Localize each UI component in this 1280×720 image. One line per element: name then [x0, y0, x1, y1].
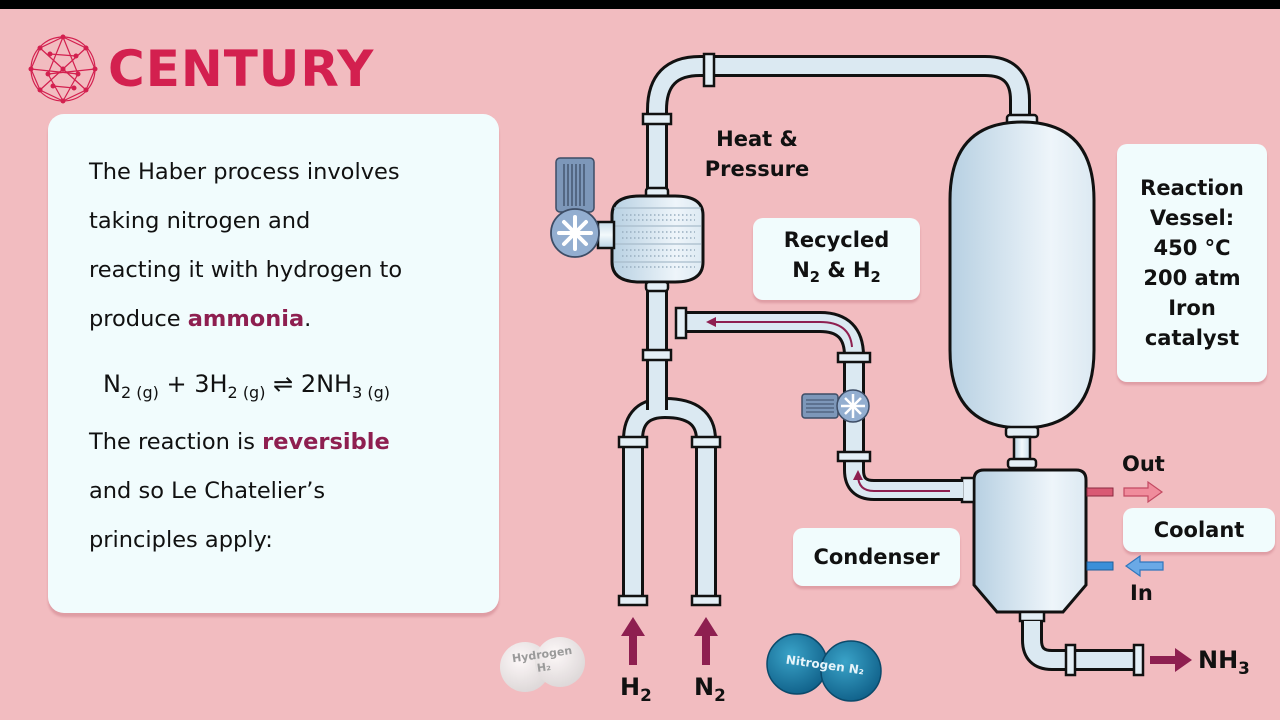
recycle-pump-icon [801, 389, 870, 423]
reaction-vessel-line-5: Iron [1168, 296, 1216, 320]
coolant-out-label: Out [1122, 452, 1165, 476]
n2-input-sub: 2 [714, 684, 726, 705]
h2-input-text: H [620, 673, 641, 701]
h2-input-arrow-icon [621, 617, 645, 665]
explanation-line-1: The Haber process involves [89, 159, 400, 185]
brand-name: CENTURY [108, 40, 375, 98]
heat-pressure-line-2: Pressure [704, 157, 810, 181]
coolant-in-label: In [1130, 581, 1153, 605]
eq-nitrogen-sub: 2 (g) [120, 383, 159, 402]
reaction-vessel-line-1: Reaction [1140, 176, 1244, 200]
recycled-line-1: Recycled [783, 227, 890, 252]
recycled-n-sub: 2 [809, 269, 821, 287]
hydrogen-molecule-icon [500, 637, 585, 692]
condenser-unit [960, 468, 1088, 623]
reaction-vessel-temperature: 450 °C [1153, 236, 1231, 260]
chemical-equation: N2 (g) + 3H2 (g) ⇌ 2NH3 (g) [103, 370, 390, 402]
h2-input-sub: 2 [640, 684, 652, 705]
keyword-reversible: reversible [262, 429, 390, 455]
reaction-vessel-line-6: catalyst [1144, 326, 1240, 350]
reaction-vessel [948, 113, 1096, 470]
explanation-line-5-prefix: The reaction is [89, 429, 263, 455]
heat-pressure-line-1: Heat & [716, 127, 798, 151]
eq-nitrogen: N [103, 370, 121, 398]
explanation-line-6: and so Le Chatelier’s [89, 478, 326, 504]
eq-ammonia: 2NH [300, 370, 353, 398]
ammonia-outlet-pipe [1021, 621, 1192, 677]
coolant-in-arrow-icon [1124, 554, 1164, 578]
coolant-label: Coolant [1123, 508, 1275, 552]
keyword-ammonia: ammonia [187, 306, 305, 332]
coolant-out-arrow-icon [1123, 480, 1164, 504]
explanation-line-3: reacting it with hydrogen to [89, 257, 403, 283]
inlet-pipes [617, 290, 722, 665]
eq-hydrogen-sub: 2 (g) [227, 383, 266, 402]
condenser-label: Condenser [793, 528, 960, 586]
brand-logo: CENTURY [28, 34, 374, 104]
n2-input-text: N [694, 673, 715, 701]
explanation-line-4: produce ammonia. [89, 295, 311, 344]
n2-input-arrow-icon [694, 617, 718, 665]
reaction-vessel-label: Reaction Vessel: 450 °C 200 atm Iron cat… [1117, 144, 1267, 382]
n2-input-label: N2 [694, 672, 726, 710]
recycled-h: & H [820, 257, 871, 282]
explanation-line-4-suffix: . [304, 306, 312, 332]
nitrogen-molecule-icon [766, 633, 882, 702]
recycled-label: Recycled N2 & H2 [753, 218, 920, 300]
explanation-line-7: principles apply: [89, 527, 273, 553]
coolant-in-pipe [1086, 554, 1164, 578]
heat-pressure-label: Heat & Pressure [698, 124, 816, 184]
top-bar [0, 0, 1280, 9]
h2-input-label: H2 [620, 672, 652, 710]
explanation-line-5: The reaction is reversible [89, 418, 390, 467]
eq-ammonia-sub: 3 (g) [352, 383, 391, 402]
explanation-line-2: taking nitrogen and [89, 208, 311, 234]
recycled-line-2: N2 & H2 [792, 255, 881, 293]
explanation-line-4-prefix: produce [89, 306, 188, 332]
network-globe-icon [28, 34, 98, 104]
ammonia-output-label: NH3 [1198, 645, 1250, 683]
compressor-icon [550, 157, 600, 258]
reaction-vessel-pressure: 200 atm [1143, 266, 1241, 290]
ammonia-output-sub: 3 [1238, 657, 1250, 678]
ammonia-output-text: NH [1198, 646, 1239, 674]
recycled-n: N [792, 257, 810, 282]
heat-exchanger [596, 186, 705, 293]
top-pipe [641, 52, 1031, 290]
reaction-vessel-line-2: Vessel: [1149, 206, 1235, 230]
recycled-h-sub: 2 [870, 269, 881, 287]
coolant-out-pipe [1086, 480, 1164, 504]
output-arrow-icon [1150, 648, 1192, 672]
explanation-card: The Haber process involves taking nitrog… [48, 114, 499, 613]
equilibrium-arrow-icon: ⇌ [265, 370, 301, 398]
eq-hydrogen: + 3H [158, 370, 228, 398]
